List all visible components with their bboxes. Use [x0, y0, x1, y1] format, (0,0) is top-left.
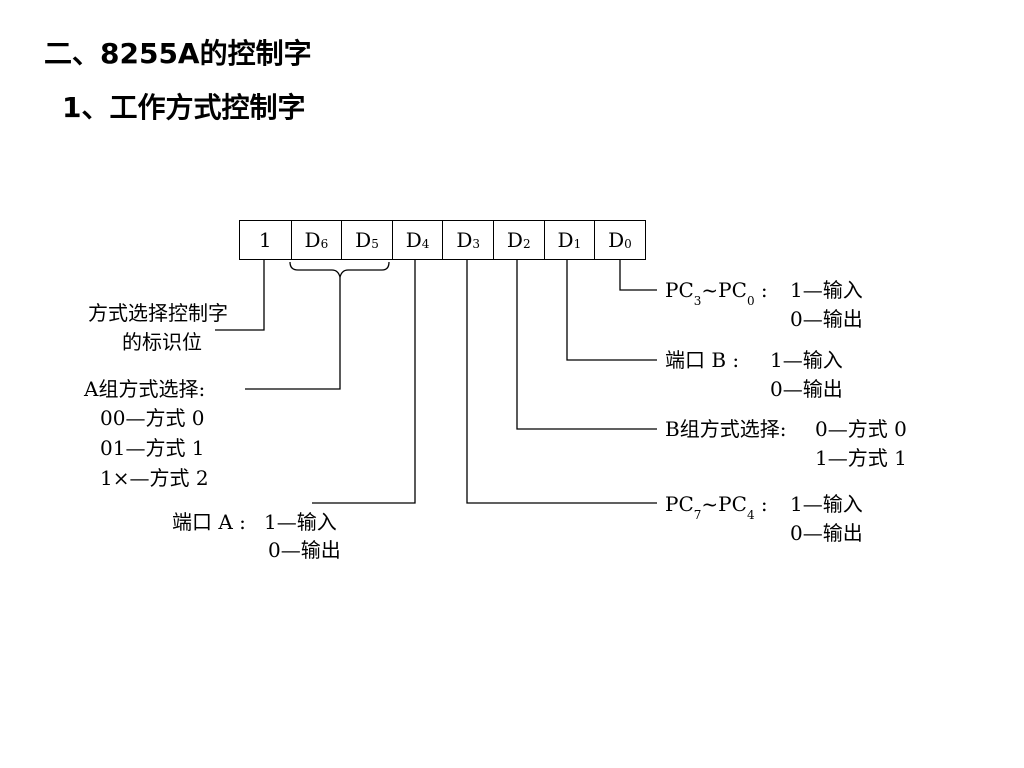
- b-group-option-1: 1—方式 1: [815, 446, 907, 470]
- d5-index: 5: [371, 237, 379, 251]
- port-a-option-out: 0—输出: [268, 538, 341, 562]
- d3-letter: D: [456, 228, 473, 252]
- a-group-option-2: 1×—方式 2: [100, 466, 209, 490]
- pc-high-colon: :: [754, 492, 768, 516]
- d2-index: 2: [522, 237, 531, 251]
- connector-b-group: [516, 260, 657, 430]
- d3-index: 3: [472, 237, 481, 251]
- d1-index: 1: [573, 237, 582, 251]
- d2-letter: D: [506, 228, 523, 252]
- d0-index: 0: [624, 237, 632, 251]
- a-group-option-1: 01—方式 1: [100, 436, 205, 460]
- port-b-heading: 端口 B :: [665, 348, 740, 372]
- bit7-cell: 1: [240, 221, 291, 259]
- pc-low-index-high: 3: [693, 294, 702, 308]
- a-group-option-0: 00—方式 0: [100, 406, 205, 430]
- d5-letter: D: [355, 228, 372, 252]
- flag-label-line1: 方式选择控制字: [88, 301, 228, 325]
- pc-low-option-out: 0—输出: [790, 307, 863, 331]
- pc-high-option-in: 1—输入: [790, 492, 863, 516]
- connector-port-a: [312, 260, 416, 504]
- pc-low-index-low: 0: [746, 294, 755, 308]
- b-group-option-0: 0—方式 0: [815, 417, 907, 441]
- pc-low-pc: PC: [665, 278, 694, 302]
- connector-port-b: [566, 260, 657, 361]
- port-b-option-in: 1—输入: [770, 348, 843, 372]
- d6-letter: D: [304, 228, 321, 252]
- d6-index: 6: [320, 237, 329, 251]
- section-subtitle: 1、工作方式控制字: [62, 91, 306, 124]
- flag-label-line2: 的标识位: [122, 330, 202, 354]
- brace-d6-d5: [289, 261, 390, 280]
- pc-high-index-low: 4: [746, 508, 755, 522]
- pc-high-index-high: 7: [693, 508, 702, 522]
- pc-low-heading: PC3~PC0 :: [665, 275, 768, 313]
- bit7-value: 1: [258, 228, 272, 252]
- pc-low-option-in: 1—输入: [790, 278, 863, 302]
- port-a-option-in: 1—输入: [264, 510, 337, 534]
- d0-letter: D: [608, 228, 625, 252]
- pc-high-pc: PC: [665, 492, 694, 516]
- b-group-heading: B组方式选择:: [665, 417, 787, 441]
- d1-letter: D: [557, 228, 574, 252]
- pc-low-colon: :: [754, 278, 768, 302]
- pc-high-option-out: 0—输出: [790, 521, 863, 545]
- page-title: 二、8255A的控制字: [44, 37, 312, 70]
- pc-low-range: ~PC: [701, 278, 747, 302]
- connector-a-group: [245, 277, 341, 390]
- pc-high-heading: PC7~PC4 :: [665, 489, 768, 527]
- connector-pc-low: [619, 260, 657, 291]
- a-group-heading: A组方式选择:: [84, 377, 206, 401]
- port-b-option-out: 0—输出: [770, 377, 843, 401]
- connector-bit7-flag: [215, 260, 265, 331]
- d4-index: 4: [421, 237, 430, 251]
- port-a-heading: 端口 A :: [172, 510, 246, 534]
- pc-high-range: ~PC: [701, 492, 747, 516]
- d4-letter: D: [405, 228, 422, 252]
- connector-pc-high: [466, 260, 657, 504]
